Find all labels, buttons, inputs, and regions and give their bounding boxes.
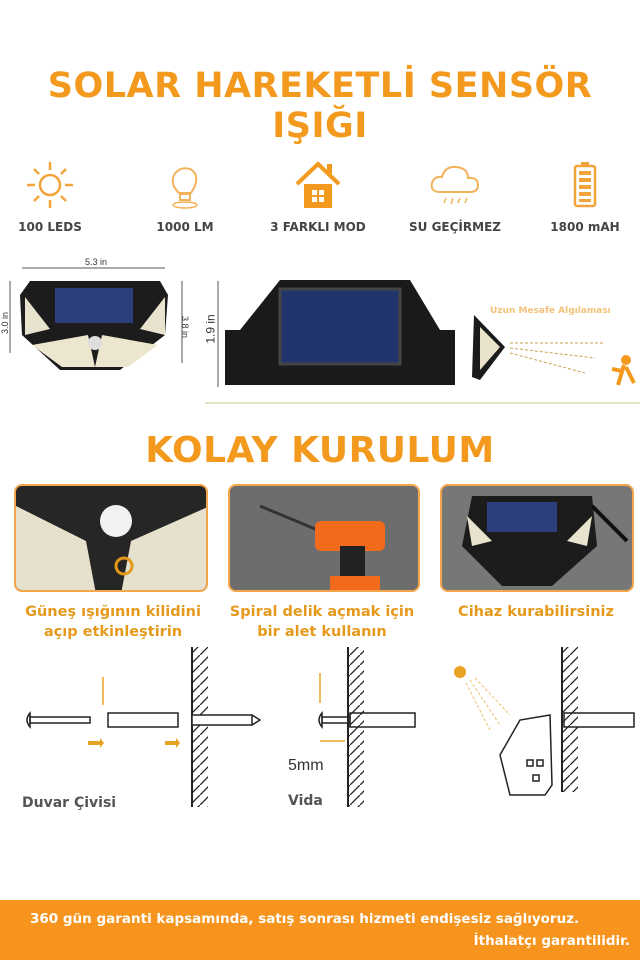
product-dimensions-illustration [9,267,640,404]
battery-icon [573,162,597,208]
step-caption-3: Cihaz kurabilirsiniz [458,604,614,620]
warranty-footer: 360 gün garanti kapsamında, satış sonras… [0,900,640,960]
feature-label: 100 LEDS [18,220,82,234]
feature-label: 3 FARKLI MOD [270,220,366,234]
feature-battery: 1800 mAH [525,160,640,234]
feature-label: 1000 LM [156,220,214,234]
sun-icon [27,162,73,208]
sensor-label: Uzun Mesafe Algılaması [490,306,611,316]
feature-modes: 3 FARKLI MOD [258,160,378,234]
width-dimension: 5.3 in [85,257,108,267]
lightbulb-icon [171,167,198,209]
feature-label: 1800 mAH [550,220,620,234]
feature-leds: 100 LEDS [0,160,110,234]
installation-diagram [26,647,635,807]
warranty-text: 360 gün garanti kapsamında, satış sonras… [30,911,580,927]
rain-cloud-icon [430,165,480,205]
side-dimension: 1.9 in [203,314,218,344]
step-photo-2 [228,484,420,592]
feature-lumens: 1000 LM [125,160,245,234]
screw-label: Vida [288,793,323,809]
step-photo-3 [440,484,634,592]
hole-size-label: 5mm [288,757,324,774]
page-title: SOLAR HAREKETLİ SENSÖR IŞIĞI [47,66,593,146]
install-title: KOLAY KURULUM [145,430,495,471]
feature-label: SU GEÇİRMEZ [409,220,501,234]
house-icon [295,161,341,208]
importer-warranty-text: İthalatçı garantilidir. [473,933,630,949]
depth-dimension: 3.8 in [180,315,191,339]
wall-plug-label: Duvar Çivisi [22,795,117,811]
feature-waterproof: SU GEÇİRMEZ [395,160,515,234]
height-dimension: 3.0 in [0,311,11,335]
step-photo-1 [14,484,208,592]
